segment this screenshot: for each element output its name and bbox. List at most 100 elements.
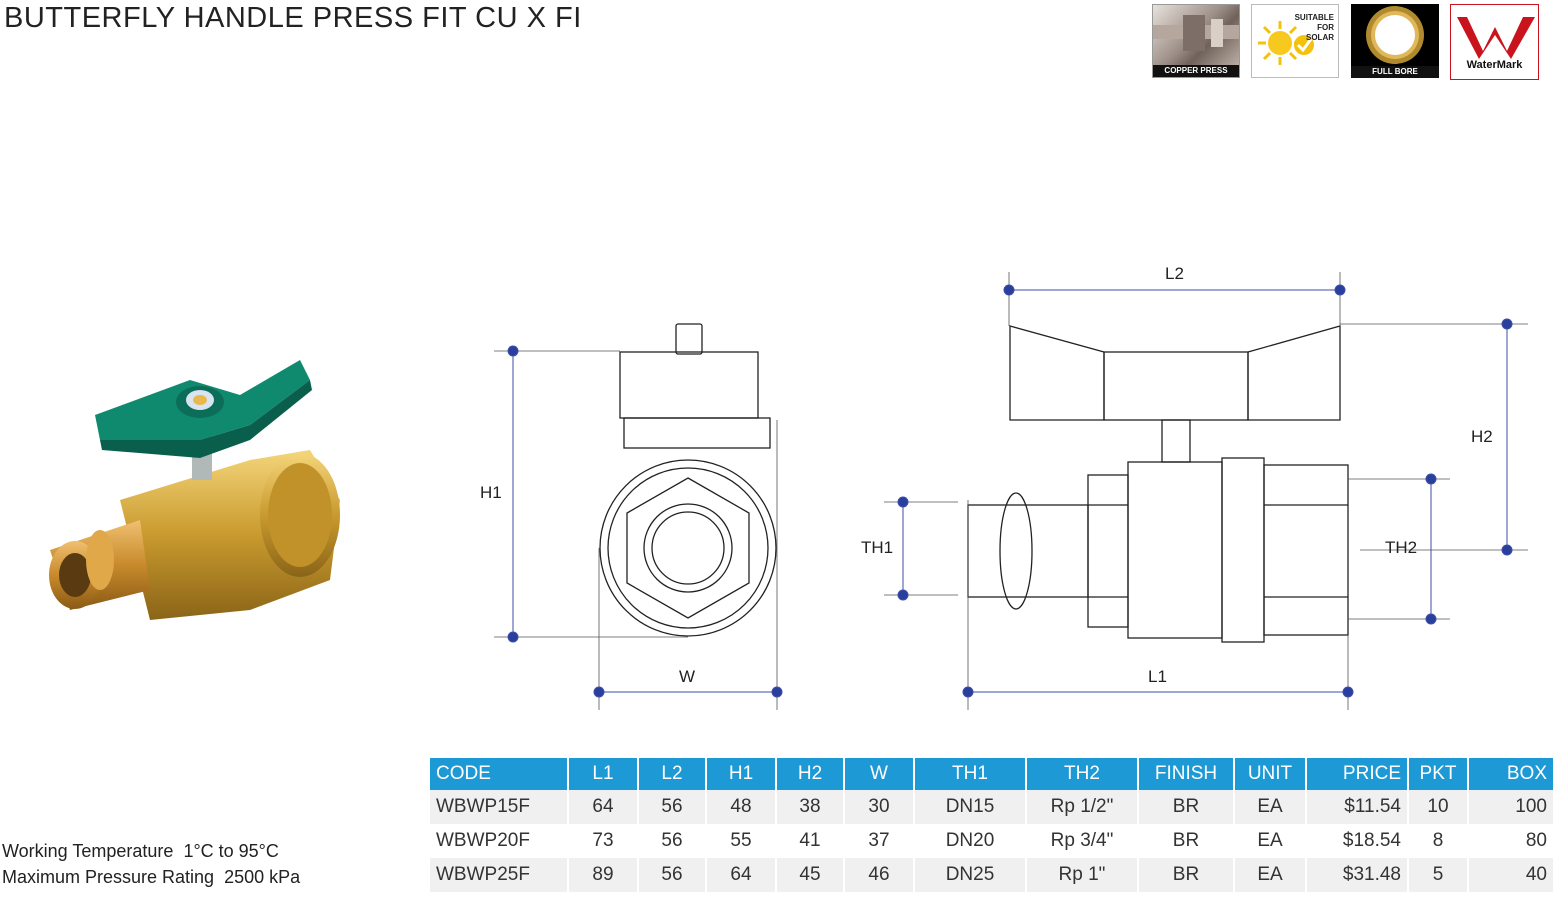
cell-h2: 38 bbox=[776, 790, 845, 824]
col-header: PRICE bbox=[1306, 758, 1409, 790]
cell-l2: 56 bbox=[638, 824, 707, 858]
col-header: H1 bbox=[706, 758, 777, 790]
pressure-value: 2500 kPa bbox=[224, 867, 301, 887]
col-header: CODE bbox=[430, 758, 569, 790]
cell-box: 80 bbox=[1468, 824, 1555, 858]
full-bore-caption: FULL BORE bbox=[1351, 66, 1439, 78]
cell-price: $31.48 bbox=[1306, 858, 1409, 892]
table-row: WBWP15F 64 56 48 38 30 DN15 Rp 1/2" BR E… bbox=[430, 790, 1555, 824]
solar-text-1: SUITABLE bbox=[1294, 13, 1334, 22]
cell-price: $18.54 bbox=[1306, 824, 1409, 858]
temp-value: 1°C to 95°C bbox=[183, 841, 279, 861]
front-left-hex bbox=[1087, 474, 1129, 628]
dim-label-th2: TH2 bbox=[1385, 538, 1418, 557]
dim-label-th1: TH1 bbox=[861, 538, 894, 557]
full-bore-icon bbox=[1366, 6, 1424, 64]
side-handle-base bbox=[623, 417, 771, 449]
cell-h1: 55 bbox=[706, 824, 777, 858]
cell-finish: BR bbox=[1138, 824, 1235, 858]
col-header: UNIT bbox=[1234, 758, 1307, 790]
cell-th2: Rp 1/2" bbox=[1026, 790, 1139, 824]
front-press-pipe bbox=[967, 504, 1089, 598]
col-header: BOX bbox=[1468, 758, 1555, 790]
dim-label-h1: H1 bbox=[480, 483, 502, 502]
cell-h2: 45 bbox=[776, 858, 845, 892]
col-header: W bbox=[844, 758, 915, 790]
pressure-label: Maximum Pressure Rating bbox=[2, 867, 215, 887]
cell-unit: EA bbox=[1234, 824, 1307, 858]
cell-w: 30 bbox=[844, 790, 915, 824]
col-header: TH1 bbox=[914, 758, 1027, 790]
cell-l2: 56 bbox=[638, 790, 707, 824]
cell-l1: 73 bbox=[568, 824, 639, 858]
side-stem-top bbox=[675, 323, 703, 355]
watermark-badge: WaterMark bbox=[1450, 4, 1539, 80]
cell-box: 100 bbox=[1468, 790, 1555, 824]
side-handle bbox=[619, 351, 759, 419]
table-row: WBWP25F 89 56 64 45 46 DN25 Rp 1" BR EA … bbox=[430, 858, 1555, 892]
temp-label: Working Temperature bbox=[2, 841, 174, 861]
cell-w: 37 bbox=[844, 824, 915, 858]
product-photo bbox=[49, 360, 340, 620]
specs-block: Working Temperature 1°C to 95°C Maximum … bbox=[2, 838, 300, 890]
side-body-outer bbox=[599, 459, 777, 637]
sun-icon bbox=[1258, 21, 1314, 65]
cell-l1: 89 bbox=[568, 858, 639, 892]
dim-label-h2: H2 bbox=[1471, 427, 1493, 446]
col-header: TH2 bbox=[1026, 758, 1139, 790]
price-table: CODE L1 L2 H1 H2 W TH1 TH2 FINISH UNIT P… bbox=[430, 758, 1555, 892]
solar-badge: SUITABLE FOR SOLAR bbox=[1251, 4, 1339, 78]
col-header: PKT bbox=[1408, 758, 1469, 790]
working-temperature: Working Temperature 1°C to 95°C bbox=[2, 838, 300, 864]
dim-label-w: W bbox=[679, 667, 696, 686]
front-right-ring bbox=[1221, 457, 1265, 643]
copper-press-badge: COPPER PRESS bbox=[1152, 4, 1240, 78]
cell-th1: DN15 bbox=[914, 790, 1027, 824]
cell-code: WBWP25F bbox=[430, 858, 569, 892]
table-row: WBWP20F 73 56 55 41 37 DN20 Rp 3/4" BR E… bbox=[430, 824, 1555, 858]
max-pressure: Maximum Pressure Rating 2500 kPa bbox=[2, 864, 300, 890]
col-header: L1 bbox=[568, 758, 639, 790]
front-body bbox=[1127, 461, 1223, 639]
cell-finish: BR bbox=[1138, 858, 1235, 892]
cell-code: WBWP15F bbox=[430, 790, 569, 824]
copper-press-caption: COPPER PRESS bbox=[1153, 65, 1239, 77]
front-handle-hub bbox=[1103, 351, 1249, 421]
cell-th1: DN20 bbox=[914, 824, 1027, 858]
cell-unit: EA bbox=[1234, 790, 1307, 824]
side-hex bbox=[626, 477, 750, 619]
cell-h1: 64 bbox=[706, 858, 777, 892]
full-bore-badge: FULL BORE bbox=[1351, 4, 1439, 78]
cell-h1: 48 bbox=[706, 790, 777, 824]
technical-drawing bbox=[494, 272, 1528, 710]
table-header-row: CODE L1 L2 H1 H2 W TH1 TH2 FINISH UNIT P… bbox=[430, 758, 1555, 790]
dim-label-l2: L2 bbox=[1165, 264, 1184, 283]
watermark-text: WaterMark bbox=[1466, 59, 1523, 71]
cell-th2: Rp 1" bbox=[1026, 858, 1139, 892]
page-title: BUTTERFLY HANDLE PRESS FIT CU X FI bbox=[4, 2, 582, 34]
cell-h2: 41 bbox=[776, 824, 845, 858]
watermark-icon bbox=[1457, 17, 1535, 59]
dim-label-l1: L1 bbox=[1148, 667, 1167, 686]
col-header: L2 bbox=[638, 758, 707, 790]
cell-pkt: 5 bbox=[1408, 858, 1469, 892]
cell-l2: 56 bbox=[638, 858, 707, 892]
col-header: FINISH bbox=[1138, 758, 1235, 790]
cell-th1: DN25 bbox=[914, 858, 1027, 892]
cell-pkt: 10 bbox=[1408, 790, 1469, 824]
front-stem bbox=[1161, 419, 1191, 463]
copper-press-icon bbox=[1153, 15, 1239, 51]
cell-l1: 64 bbox=[568, 790, 639, 824]
cell-finish: BR bbox=[1138, 790, 1235, 824]
cell-w: 46 bbox=[844, 858, 915, 892]
cell-pkt: 8 bbox=[1408, 824, 1469, 858]
cell-code: WBWP20F bbox=[430, 824, 569, 858]
front-handle-left-wing bbox=[1009, 325, 1105, 421]
cell-box: 40 bbox=[1468, 858, 1555, 892]
front-handle-right-wing bbox=[1247, 325, 1341, 421]
cell-th2: Rp 3/4" bbox=[1026, 824, 1139, 858]
cell-unit: EA bbox=[1234, 858, 1307, 892]
front-press-ring bbox=[999, 492, 1033, 610]
solar-text-3: SOLAR bbox=[1306, 33, 1334, 42]
cell-price: $11.54 bbox=[1306, 790, 1409, 824]
